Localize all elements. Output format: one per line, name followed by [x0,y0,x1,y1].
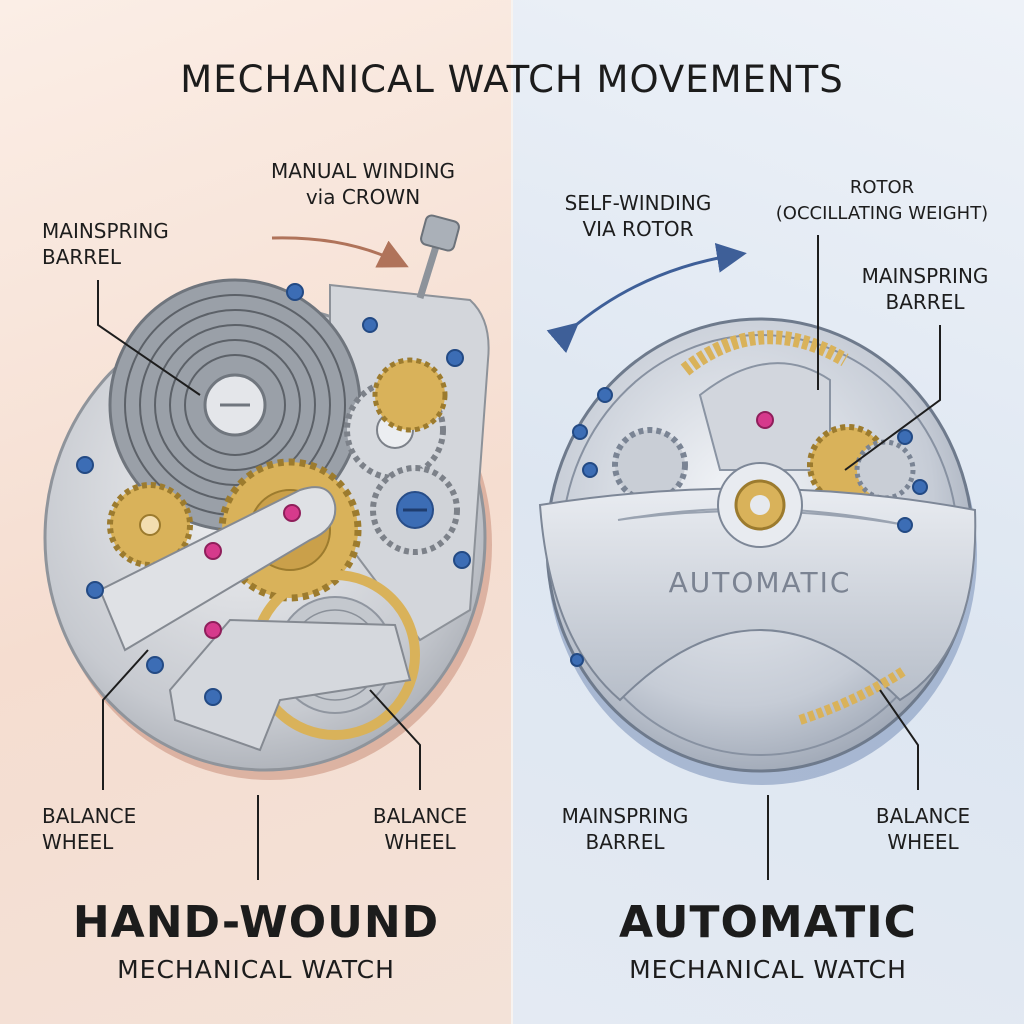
label-mainspring-barrel-left: MAINSPRING BARREL [42,219,169,269]
subheading-hand-wound: MECHANICAL WATCH [117,955,395,984]
label-mainspring-barrel-bottom: MAINSPRING BARREL [561,804,689,854]
label-balance-wheel-automatic: BALANCE WHEEL [875,804,971,854]
label-rotor: ROTOR (OCCILLATING WEIGHT) [775,177,989,224]
steel-gear-icon [854,439,916,501]
steel-gear-icon [612,427,688,503]
jewel-icon [283,504,301,522]
jewel-icon [204,542,222,560]
jewel-icon [204,621,222,639]
crown-icon [416,214,460,300]
label-self-winding: SELF-WINDING VIA ROTOR [564,191,712,241]
gold-gear-icon [107,482,193,568]
jewel-icon [756,411,774,429]
heading-automatic: AUTOMATIC [619,897,917,948]
label-balance-wheel-right-of-left: BALANCE WHEEL [372,804,468,854]
page-title: MECHANICAL WATCH MOVEMENTS [180,58,844,101]
label-balance-wheel-left: BALANCE WHEEL [42,804,137,854]
panel-divider [511,0,513,1024]
automatic-movement: AUTOMATIC [538,235,977,880]
subheading-automatic: MECHANICAL WATCH [629,955,907,984]
rotor-icon [538,462,977,702]
rotation-arrow-icon [546,242,747,354]
steel-gear-icon [370,465,460,555]
blue-screw-icon [570,387,928,667]
rotor-engraving: AUTOMATIC [669,566,852,599]
winding-arrow-icon [271,236,409,268]
heading-hand-wound: HAND-WOUND [72,897,440,948]
label-manual-winding: MANUAL WINDING via CROWN [270,159,456,209]
blue-screw-icon [76,283,471,706]
hand-wound-movement [43,214,492,880]
gold-gear-icon [372,357,448,433]
label-mainspring-barrel-top: MAINSPRING BARREL [861,264,989,314]
